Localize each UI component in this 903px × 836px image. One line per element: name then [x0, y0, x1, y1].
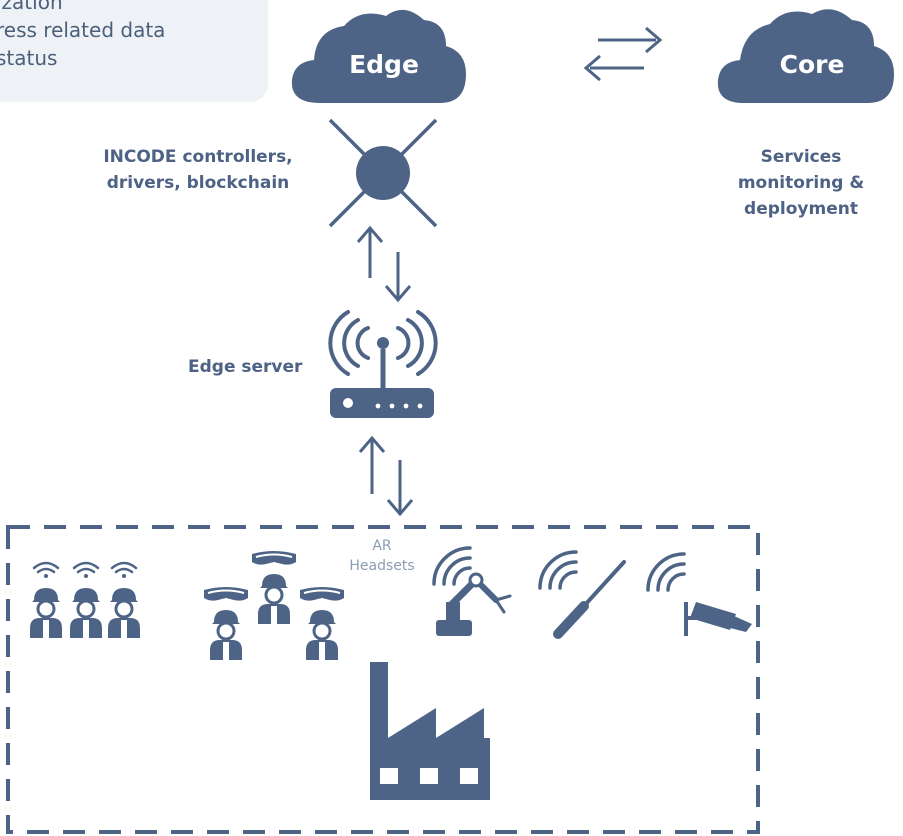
- services-label-line-3: deployment: [744, 199, 858, 219]
- services-label-line-2: monitoring &: [737, 173, 865, 193]
- core-cloud-icon: [717, 9, 894, 104]
- services-label: Services monitoring & deployment: [716, 144, 886, 222]
- exchange-arrows-icon: [583, 26, 663, 82]
- wireless-camera-icon: [646, 552, 752, 636]
- note-line-3: status: [0, 46, 58, 70]
- ar-headsets-label-line-2: Headsets: [349, 558, 415, 574]
- connected-worker-icon: [68, 561, 104, 640]
- connected-worker-icon: [28, 561, 64, 640]
- ar-headsets-label-line-1: AR: [372, 538, 392, 554]
- controllers-label-line-1: INCODE controllers,: [103, 147, 293, 167]
- core-cloud-label: Core: [779, 50, 845, 79]
- ar-headset-worker-icon: [299, 586, 345, 662]
- edge-cloud-label: Edge: [349, 50, 419, 79]
- ar-headset-worker-icon: [251, 550, 297, 626]
- blockchain-node-icon: [328, 118, 438, 228]
- controllers-label: INCODE controllers, drivers, blockchain: [80, 144, 316, 196]
- wireless-robot-arm-icon: [432, 546, 512, 636]
- ar-headset-worker-icon: [203, 586, 249, 662]
- ar-headsets-label: AR Headsets: [344, 536, 420, 576]
- factory-boundary: [6, 525, 760, 834]
- note-box: ization ress related data status: [0, 0, 268, 102]
- wireless-screwdriver-icon: [538, 550, 626, 639]
- factory-icon: [370, 662, 490, 800]
- bidirectional-arrows-icon: [356, 225, 412, 303]
- connected-worker-icon: [106, 561, 142, 640]
- note-line-2: ress related data: [0, 18, 166, 42]
- edge-server-label: Edge server: [188, 357, 303, 377]
- edge-cloud-icon: [291, 9, 466, 103]
- controllers-label-line-2: drivers, blockchain: [106, 173, 290, 193]
- bidirectional-arrows-icon: [358, 435, 414, 517]
- services-label-line-1: Services: [760, 147, 842, 167]
- wireless-router-icon: [328, 310, 438, 418]
- note-line-1: ization: [0, 0, 63, 14]
